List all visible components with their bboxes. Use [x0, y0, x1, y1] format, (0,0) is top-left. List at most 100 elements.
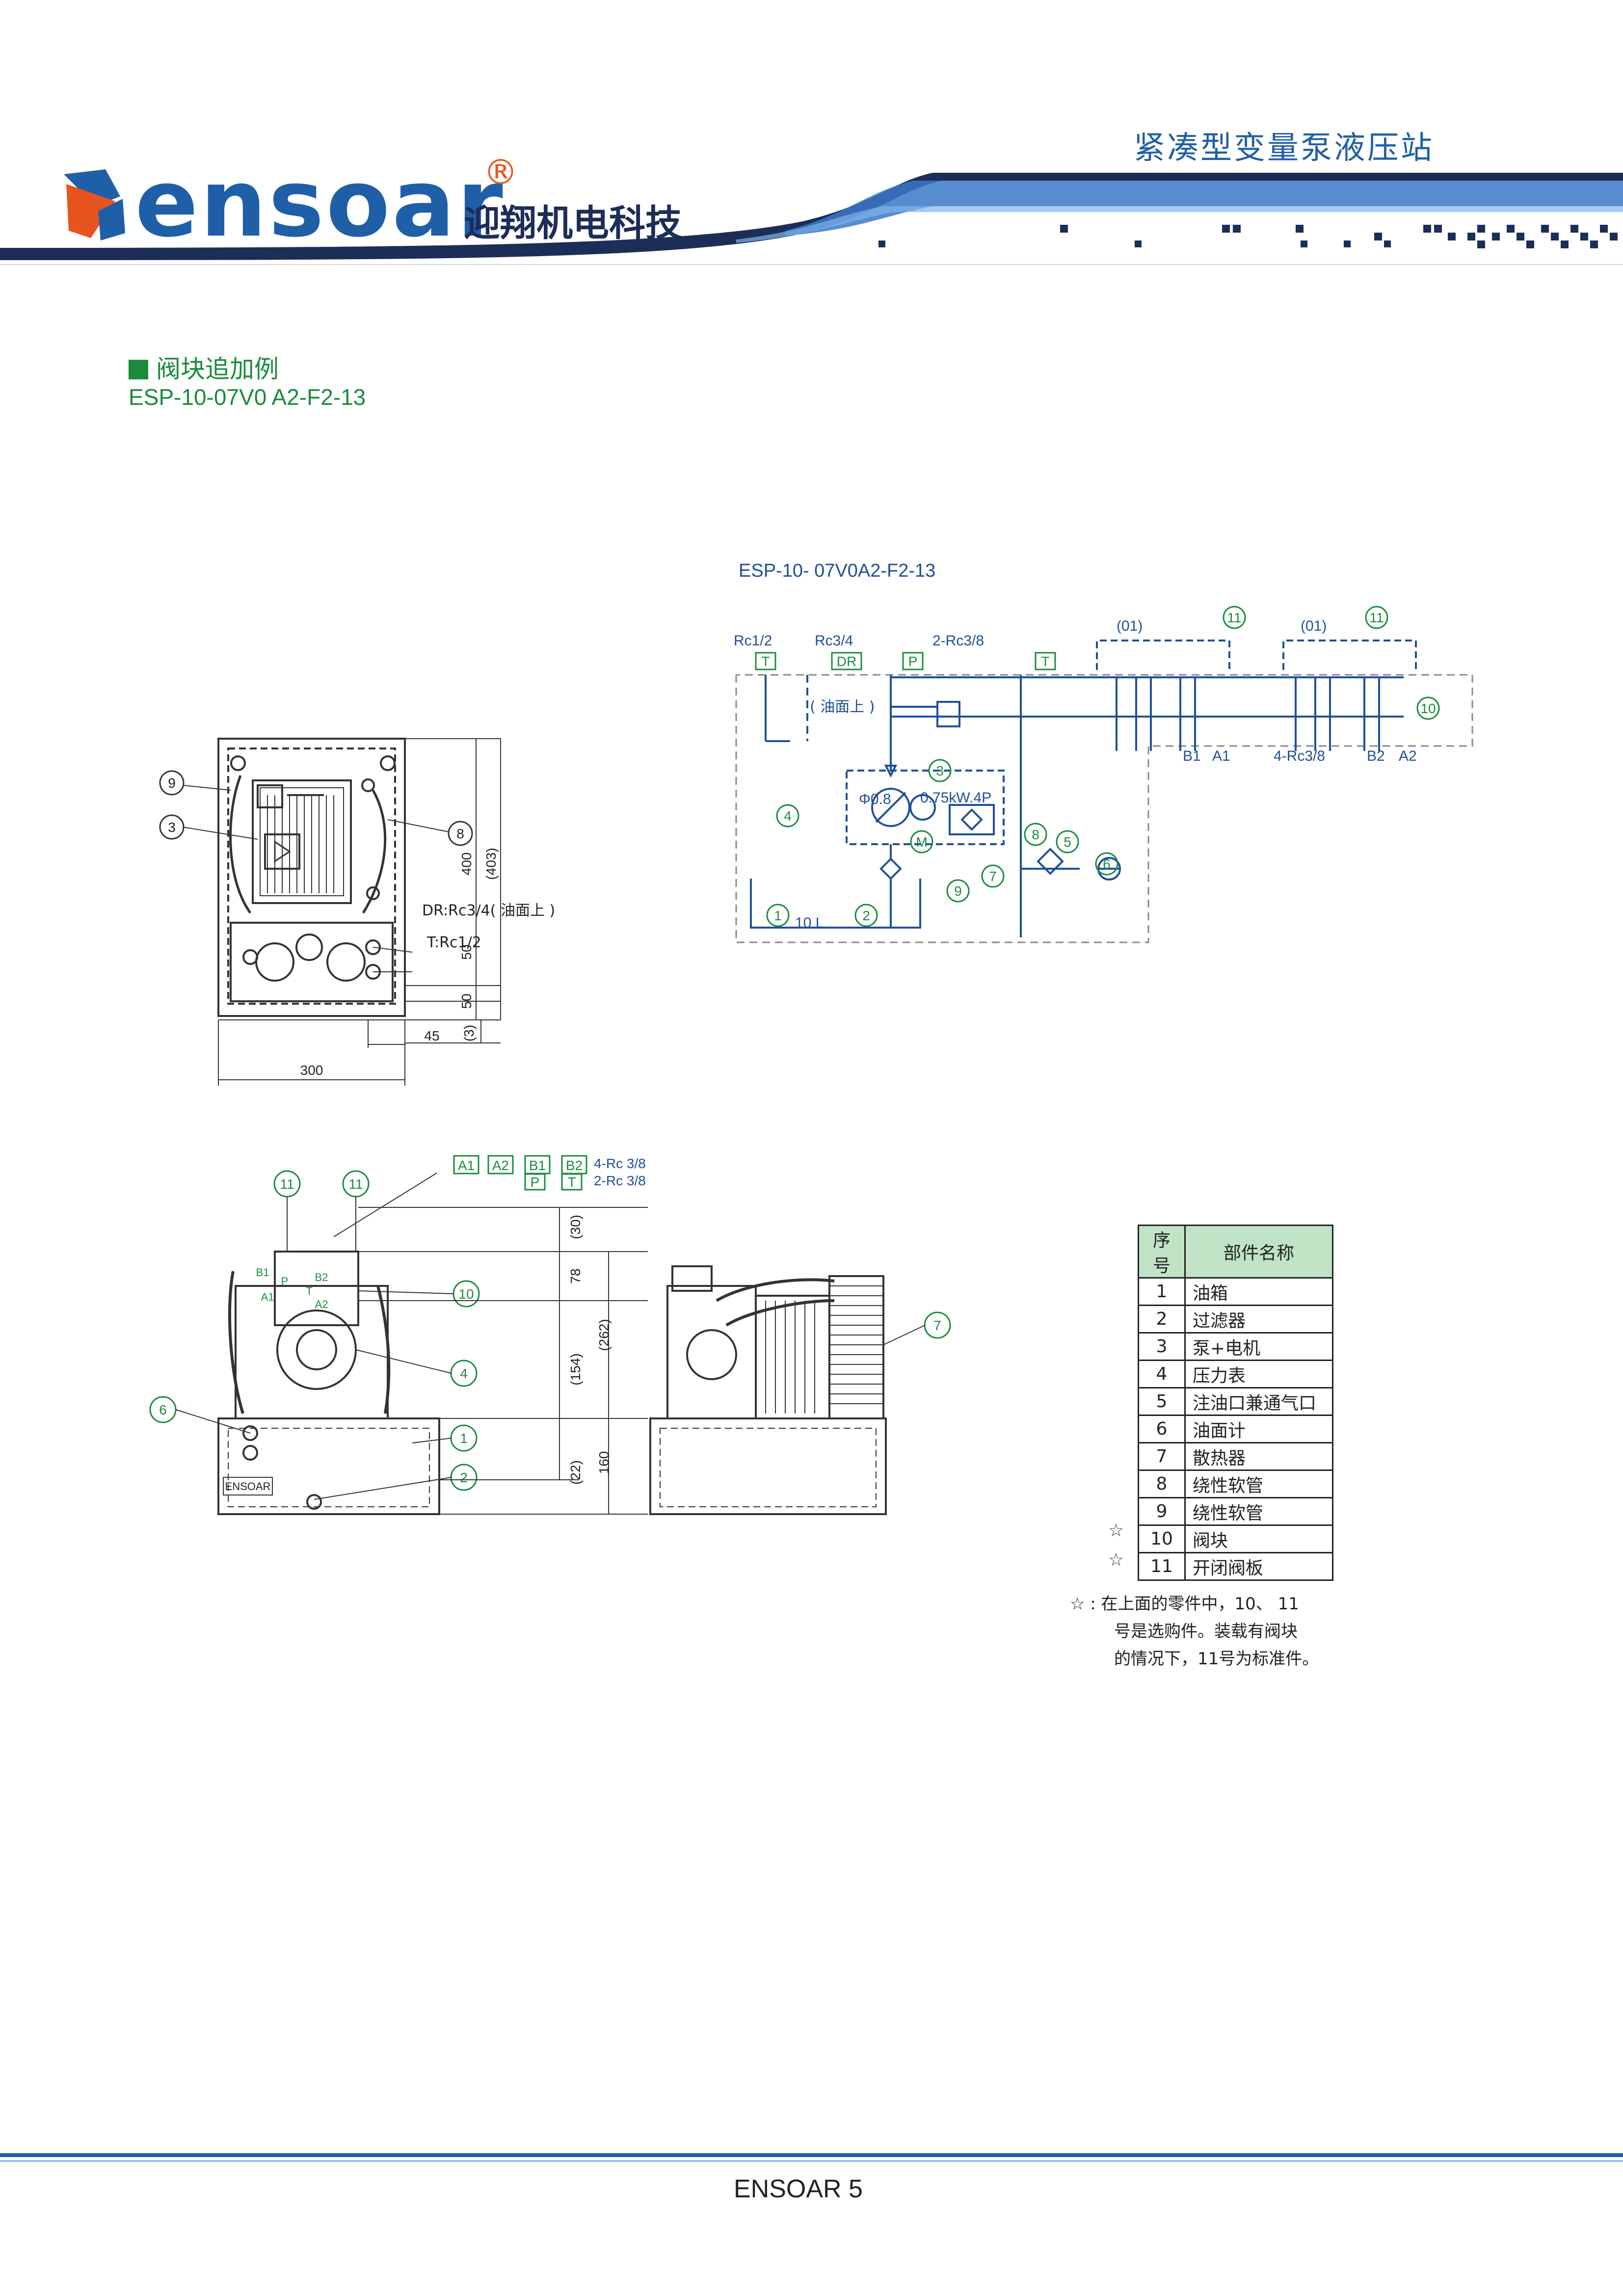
callout-6: 6 [159, 1402, 167, 1417]
dim-30: (30) [568, 1215, 583, 1239]
dim-78: 78 [568, 1268, 583, 1283]
part-no: 11 [1138, 1552, 1186, 1581]
b2-label: B2 [1367, 748, 1385, 764]
company-name: 迎翔机电科技 [464, 202, 682, 244]
callout-1: 1 [460, 1431, 468, 1446]
group1-label: (01) [1117, 618, 1143, 634]
port-box-t: T [567, 1175, 576, 1190]
footer-page-label: ENSOAR 5 [734, 2175, 863, 2203]
part-name: 压力表 [1184, 1360, 1333, 1388]
circle-8: 8 [1032, 827, 1039, 842]
oil-level-label: ( 油面上 ) [810, 698, 875, 716]
orifice-label: Φ0.8 [859, 791, 891, 807]
part-no: 6 [1138, 1415, 1186, 1443]
port-dr-label: DR:Rc3/4( 油面上 ) [422, 902, 555, 919]
circle-4: 4 [784, 808, 792, 824]
part-no: 3 [1138, 1332, 1186, 1361]
nameplate-label: ENSOAR [225, 1480, 271, 1493]
part-name: 注油口兼通气口 [1184, 1387, 1333, 1416]
col-name-header: 部件名称 [1184, 1225, 1333, 1279]
dim-160: 160 [596, 1451, 612, 1474]
callout-8: 8 [456, 826, 464, 841]
box-p: P [908, 654, 918, 669]
callout-2: 2 [460, 1470, 468, 1485]
brand-wordmark: ensoar [135, 149, 505, 258]
dim-400: 400 [459, 853, 474, 876]
table-header-row: 序号 部件名称 [1138, 1225, 1333, 1279]
port-box-p: P [531, 1175, 540, 1190]
part-no: 4 [1138, 1360, 1186, 1388]
motor-label: 0.75kW.4P [920, 790, 991, 806]
page-title: 紧凑型变量泵液压站 [1134, 130, 1434, 166]
b1-label: B1 [1183, 748, 1201, 764]
dim-262: (262) [596, 1319, 612, 1351]
box-t1: T [761, 654, 770, 669]
part-name: 绕性软管 [1184, 1497, 1333, 1526]
circle-6: 6 [1103, 856, 1111, 872]
port-box-a2: A2 [492, 1158, 509, 1173]
dim-154: (154) [568, 1353, 583, 1385]
circle-10: 10 [1420, 701, 1436, 716]
part-no: 9 [1138, 1497, 1186, 1526]
ports-2-label: 2-Rc 3/8 [594, 1173, 646, 1188]
a1-label: A1 [1212, 748, 1230, 764]
part-name: 过滤器 [1184, 1305, 1333, 1334]
block-label-a1: A1 [261, 1291, 274, 1303]
part-name: 散热器 [1184, 1442, 1333, 1471]
part-no: 7 [1138, 1442, 1186, 1471]
part-no: 5 [1138, 1387, 1186, 1416]
port-t-label: T:Rc1/2 [426, 934, 481, 951]
dim-3: (3) [461, 1025, 477, 1041]
group2-label: (01) [1301, 618, 1327, 634]
callout-7: 7 [933, 1318, 941, 1333]
circle-11b: 11 [1369, 610, 1384, 625]
header-banner: ensoar ® 迎翔机电科技 [0, 149, 1623, 265]
parts-note: ☆ : 在上面的零件中，10、 11 号是选购件。装载有阀块 的情况下，11号为… [1070, 1590, 1319, 1673]
circle-1: 1 [774, 908, 782, 923]
part-no: 10 [1138, 1524, 1186, 1553]
ports-4-label: 4-Rc 3/8 [594, 1156, 646, 1171]
star-marker-10: ☆ [1108, 1521, 1124, 1541]
port-box-b2: B2 [566, 1158, 583, 1173]
col-no-header: 序号 [1138, 1225, 1186, 1279]
part-no: 8 [1138, 1469, 1186, 1498]
callout-4: 4 [460, 1366, 468, 1381]
part-name: 开闭阀板 [1184, 1552, 1333, 1581]
circle-2: 2 [862, 908, 870, 923]
dim-300: 300 [300, 1063, 323, 1078]
hydraulic-circuit-diagram: ESP-10- 07V0A2-F2-13 [734, 561, 1473, 943]
logo-emblem-icon [64, 169, 125, 240]
dim-50-lower: 50 [459, 993, 474, 1009]
front-view-drawing: 9 3 8 DR:Rc3/4( 油面上 ) T:Rc1/2 400 (403) … [159, 738, 555, 1086]
circle-3: 3 [936, 763, 944, 778]
part-name: 油箱 [1184, 1277, 1333, 1306]
dim-22: (22) [568, 1460, 583, 1485]
registered-mark: ® [483, 152, 518, 192]
part-name: 阀块 [1184, 1524, 1333, 1553]
model-number: ESP-10-07V0 A2-F2-13 [129, 384, 366, 410]
circle-11a: 11 [1227, 610, 1241, 625]
heading-square-icon [129, 360, 148, 379]
section-heading: 阀块追加例 [129, 349, 279, 385]
block-label-b2: B2 [315, 1271, 328, 1283]
circle-5: 5 [1064, 834, 1071, 850]
callout-3: 3 [168, 820, 176, 835]
block-label-t: T [306, 1285, 312, 1297]
dim-45: 45 [424, 1028, 439, 1043]
circle-7: 7 [989, 869, 997, 884]
callout-11-right: 11 [348, 1176, 363, 1192]
port-rc12-label: Rc1/2 [734, 633, 772, 649]
a2-label: A2 [1399, 748, 1417, 764]
part-no: 1 [1138, 1277, 1186, 1306]
block-label-p: P [281, 1275, 289, 1287]
note-line-2: 号是选购件。装载有阀块 [1114, 1622, 1298, 1641]
